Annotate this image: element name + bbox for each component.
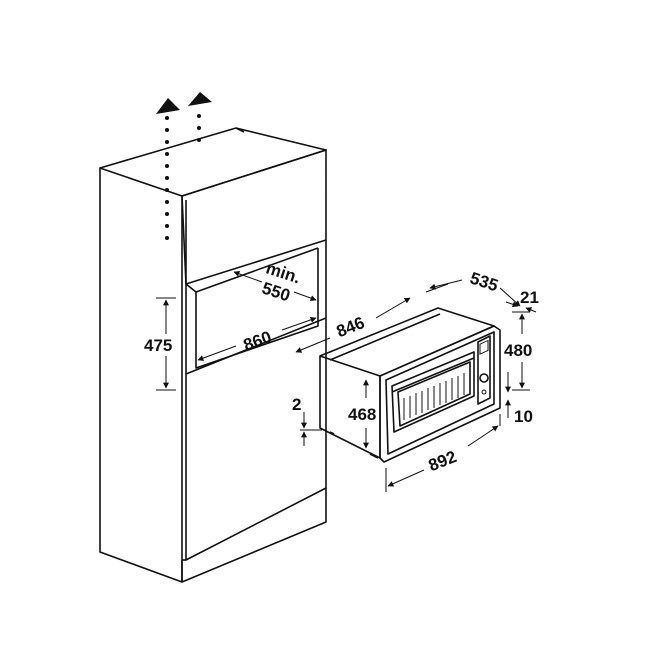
oven (319, 307, 501, 463)
cabinet-left-side (99, 167, 183, 583)
oven-knob-icon (479, 373, 489, 383)
oven-front-panel (385, 331, 495, 455)
lower-door (185, 317, 327, 561)
dim-535-label: 535 (468, 268, 501, 295)
dim-front-height: 480 (504, 311, 532, 391)
dim-oven-body-width: 846 (295, 297, 411, 353)
dim-892-label: 892 (426, 447, 459, 475)
oven-foot-left (329, 431, 335, 435)
oven-window (397, 361, 471, 427)
oven-front-frame (379, 325, 501, 463)
dim-niche-height: 475 (144, 297, 176, 391)
dim-860-label: 860 (241, 327, 274, 355)
niche-corner (185, 283, 197, 293)
oven-door (391, 351, 475, 433)
niche-interior-top (195, 247, 319, 293)
oven-button-icon (481, 389, 487, 395)
dim-21-label: 21 (520, 288, 539, 307)
cabinet (99, 127, 327, 583)
dim-10-label: 10 (514, 407, 533, 426)
dim-panel-depth: 21 (505, 288, 539, 313)
cabinet-top-edge (235, 127, 245, 133)
dim-oven-depth: 535 (425, 268, 521, 307)
niche-interior (195, 248, 319, 369)
dim-2-label: 2 (292, 395, 301, 414)
dim-468-label: 468 (348, 405, 376, 424)
dim-480-label: 480 (504, 341, 532, 360)
oven-control-panel (477, 335, 491, 405)
oven-foot-right (369, 453, 379, 459)
dim-bottom-offset: 2 (292, 395, 322, 446)
dim-front-bottom: 10 (505, 372, 533, 426)
oven-body-top-line (329, 313, 441, 361)
dim-niche-width: 860 (197, 316, 317, 361)
oven-display (479, 339, 489, 355)
vent-arrow-right (188, 92, 212, 142)
dim-475-label: 475 (144, 336, 172, 355)
upper-door (181, 149, 327, 285)
dim-body-height: 468 (348, 379, 376, 449)
oven-cavity-hatching (403, 373, 465, 420)
oven-handle (391, 357, 475, 393)
plinth (181, 488, 327, 583)
vent-arrow-left (156, 98, 180, 240)
dim-846-label: 846 (334, 313, 367, 341)
ventilation-arrows (156, 92, 212, 240)
